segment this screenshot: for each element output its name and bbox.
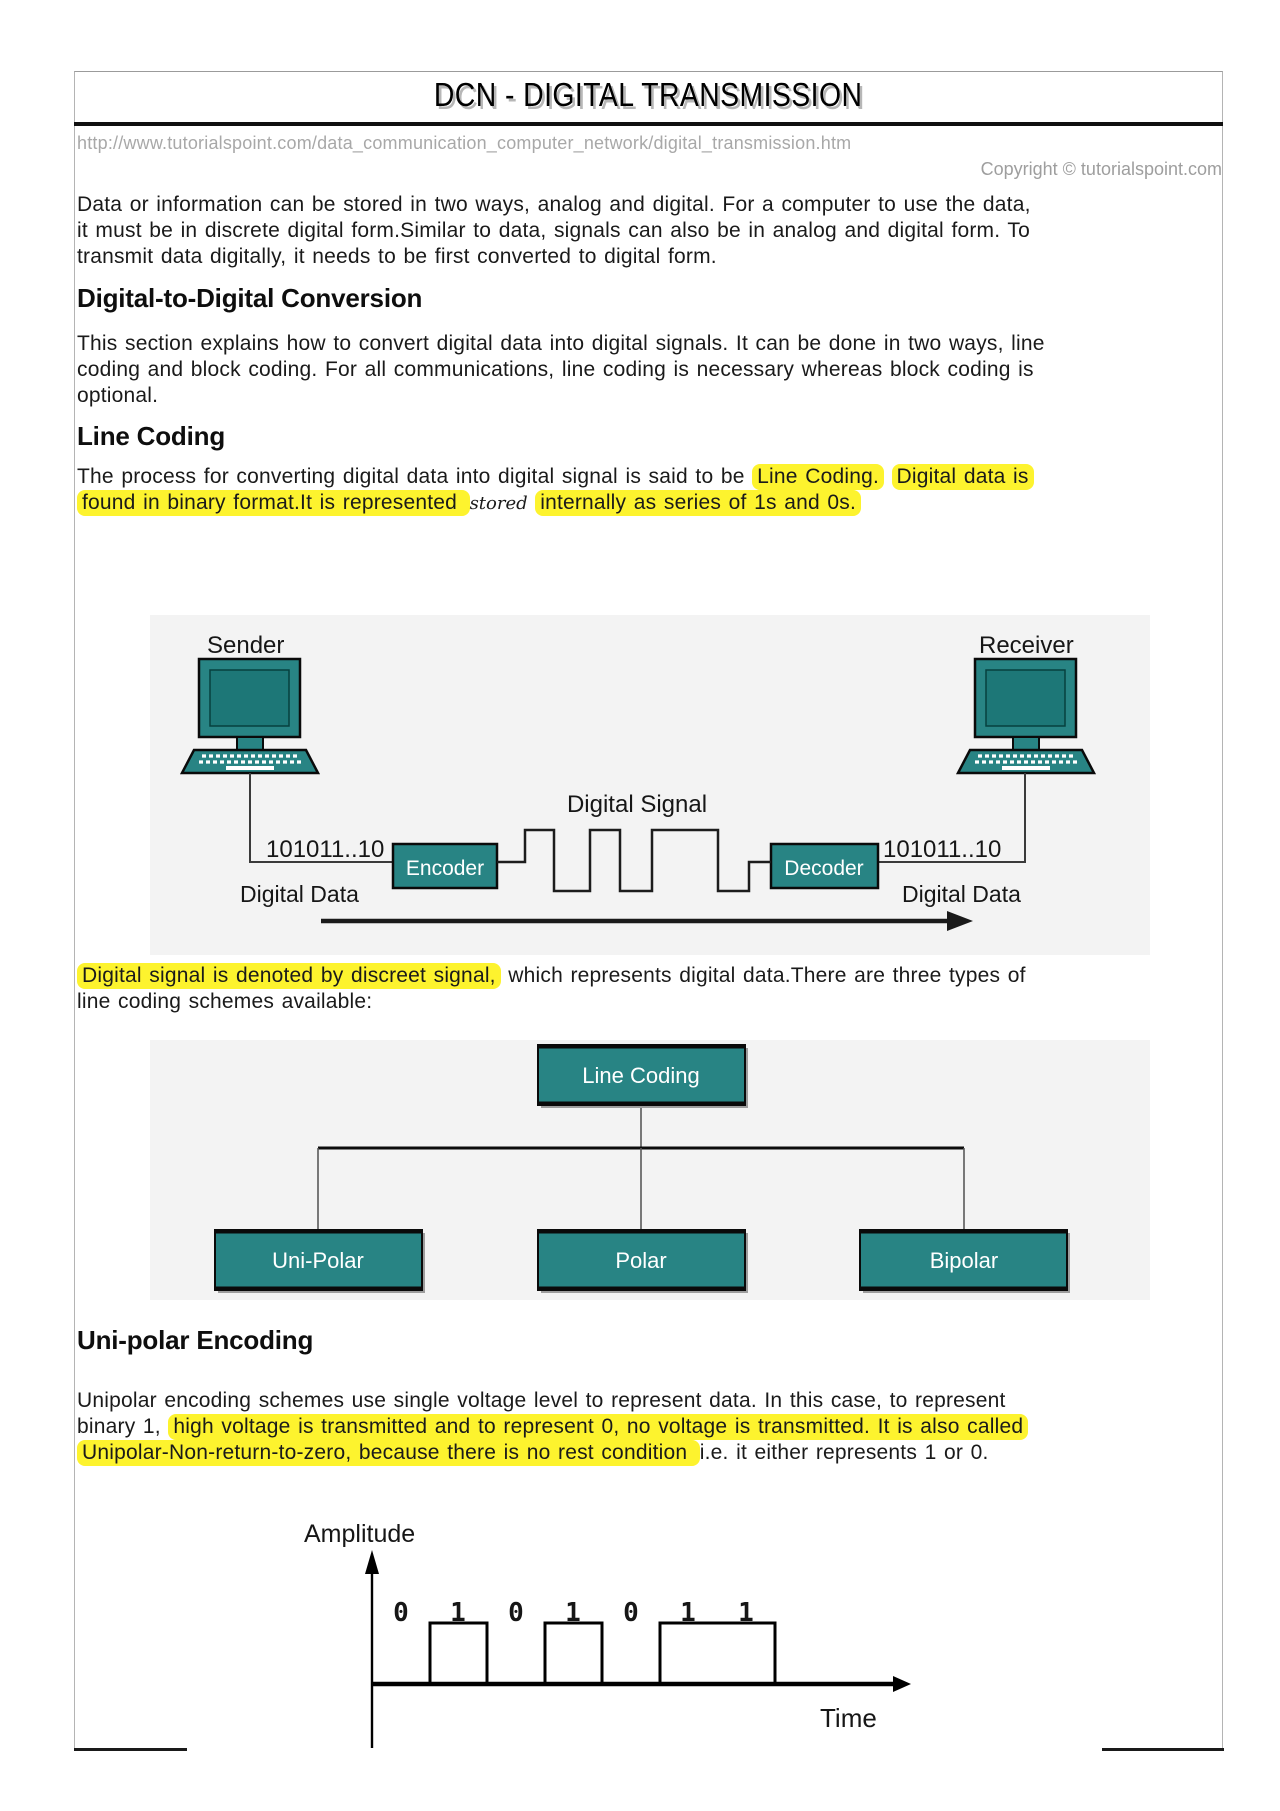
copyright-text: Copyright © tutorialspoint.com bbox=[980, 159, 1222, 179]
encoder-decoder-figure: Sender Receiver bbox=[179, 632, 1097, 931]
title-bar: DCN - DIGITAL TRANSMISSION bbox=[74, 71, 1223, 126]
digital-signal-label: Digital Signal bbox=[567, 791, 707, 818]
text-run: i.e. it either represents 1 or 0. bbox=[699, 1441, 989, 1464]
line-coding-tree-diagram: Line Coding Uni-Polar Polar bbox=[150, 1040, 1150, 1300]
line-coding-tree-figure: Line Coding Uni-Polar Polar bbox=[214, 1044, 1070, 1293]
text-run: it must be in discrete digital form.Simi… bbox=[77, 219, 1031, 242]
text-run: optional. bbox=[77, 384, 159, 407]
highlighted-text-run: Line Coding. bbox=[752, 464, 884, 490]
highlighted-text-run: Digital signal is denoted by discreet si… bbox=[77, 963, 501, 989]
text-run: line coding schemes available: bbox=[77, 990, 373, 1013]
tree-child-unipolar: Uni-Polar bbox=[214, 1229, 425, 1293]
source-url: http://www.tutorialspoint.com/data_commu… bbox=[77, 133, 852, 153]
digital-signal-waveform bbox=[497, 828, 771, 893]
receiver-label: Receiver bbox=[979, 632, 1074, 659]
encoder-box bbox=[391, 842, 499, 890]
page-frame bbox=[74, 71, 1223, 1750]
text-run: stored bbox=[469, 493, 528, 514]
encoder-decoder-diagram: Sender Receiver bbox=[150, 615, 1150, 955]
unipolar-waveform-chart: Amplitude 0 1 0 1 0 1 1 Time bbox=[187, 1490, 1102, 1802]
d2d-paragraph: This section explains how to convert dig… bbox=[77, 331, 1225, 409]
sender-computer-icon bbox=[179, 657, 321, 775]
transmission-arrow bbox=[321, 911, 973, 931]
bit-label-4: 0 bbox=[623, 1598, 639, 1628]
tree-child-bipolar-label: Bipolar bbox=[930, 1248, 998, 1273]
bit-label-0: 0 bbox=[393, 1598, 409, 1628]
sender-label: Sender bbox=[207, 632, 284, 659]
tree-child-polar-label: Polar bbox=[615, 1248, 666, 1273]
text-run: transmit data digitally, it needs to be … bbox=[77, 245, 717, 268]
text-run: binary 1, bbox=[77, 1415, 169, 1438]
line-coding-paragraph: The process for converting digital data … bbox=[77, 464, 1225, 517]
bit-label-5: 1 bbox=[680, 1598, 696, 1628]
digital-signal-paragraph: Digital signal is denoted by discreet si… bbox=[77, 963, 1225, 1015]
text-run: Data or information can be stored in two… bbox=[77, 193, 1031, 216]
receiver-wire bbox=[878, 773, 1026, 863]
bit-label-1: 1 bbox=[450, 1598, 466, 1628]
highlighted-text-run: Unipolar-Non-return-to-zero, because the… bbox=[77, 1440, 700, 1466]
unipolar-paragraph: Unipolar encoding schemes use single vol… bbox=[77, 1388, 1225, 1466]
bit-label-3: 1 bbox=[565, 1598, 581, 1628]
text-run: The process for converting digital data … bbox=[77, 465, 753, 488]
tree-root-box: Line Coding bbox=[537, 1044, 748, 1108]
digital-data-left-label: Digital Data bbox=[240, 881, 359, 907]
tree-child-polar: Polar bbox=[537, 1229, 748, 1293]
text-run: This section explains how to convert dig… bbox=[77, 332, 1045, 355]
text-run: Unipolar encoding schemes use single vol… bbox=[77, 1389, 1006, 1412]
bits-right-label: 101011..10 bbox=[883, 836, 1001, 863]
bits-left-label: 101011..10 bbox=[266, 836, 384, 863]
heading-unipolar-encoding: Uni-polar Encoding bbox=[77, 1325, 314, 1355]
time-axis-label: Time bbox=[820, 1703, 877, 1733]
unipolar-pulse-waveform bbox=[428, 1621, 777, 1684]
heading-line-coding: Line Coding bbox=[77, 421, 225, 451]
bit-label-2: 0 bbox=[508, 1598, 524, 1628]
tree-child-unipolar-label: Uni-Polar bbox=[272, 1248, 364, 1273]
tree-root-label: Line Coding bbox=[582, 1063, 699, 1088]
highlighted-text-run: high voltage is transmitted and to repre… bbox=[168, 1414, 1029, 1440]
encoder-label: Encoder bbox=[406, 857, 484, 880]
time-axis bbox=[372, 1676, 911, 1692]
page-title: DCN - DIGITAL TRANSMISSION bbox=[434, 76, 863, 113]
decoder-box bbox=[769, 842, 880, 890]
intro-paragraph: Data or information can be stored in two… bbox=[77, 192, 1225, 270]
heading-digital-to-digital: Digital-to-Digital Conversion bbox=[77, 283, 423, 313]
text-run bbox=[884, 465, 892, 488]
sender-wire bbox=[249, 773, 393, 863]
amplitude-axis bbox=[365, 1550, 379, 1748]
digital-data-right-label: Digital Data bbox=[902, 881, 1021, 907]
amplitude-axis-label: Amplitude bbox=[304, 1520, 415, 1548]
highlighted-text-run: found in binary format.It is represented bbox=[77, 490, 470, 516]
highlighted-text-run: internally as series of 1s and 0s. bbox=[535, 490, 861, 516]
bit-label-6: 1 bbox=[738, 1598, 754, 1628]
decoder-label: Decoder bbox=[784, 857, 863, 880]
tree-child-bipolar: Bipolar bbox=[859, 1229, 1070, 1293]
highlighted-text-run: Digital data is bbox=[891, 464, 1034, 490]
unipolar-waveform-figure: Amplitude 0 1 0 1 0 1 1 Time bbox=[187, 1490, 1102, 1802]
receiver-computer-icon bbox=[955, 657, 1097, 775]
text-run: which represents digital data.There are … bbox=[500, 964, 1026, 987]
text-run: coding and block coding. For all communi… bbox=[77, 358, 1034, 381]
